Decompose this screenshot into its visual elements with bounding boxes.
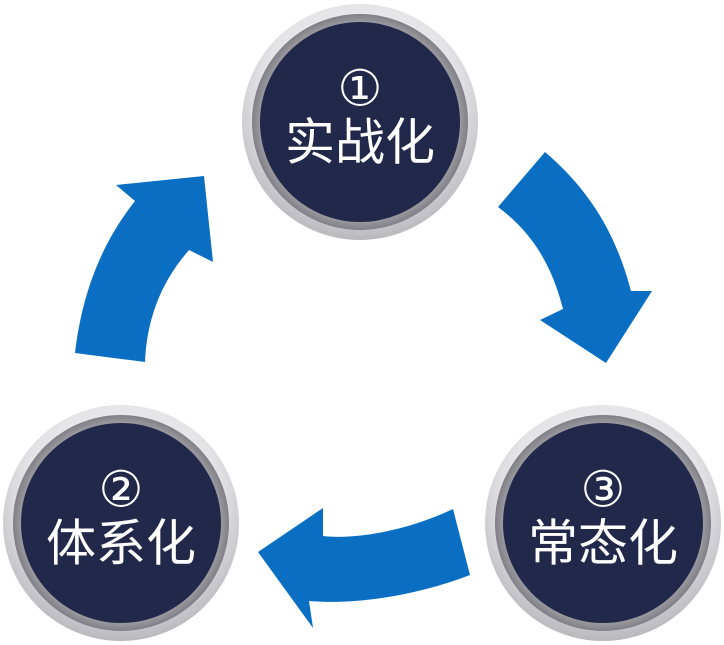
- node-label: 实战化: [285, 114, 435, 172]
- node-core: [503, 423, 703, 623]
- node-label: 常态化: [528, 515, 678, 573]
- node-number: ①: [338, 60, 383, 118]
- node-number: ②: [99, 461, 144, 519]
- node-label: 体系化: [46, 515, 196, 573]
- node-core: [260, 22, 460, 222]
- arrows-group: [75, 152, 652, 628]
- node-core: [21, 423, 221, 623]
- arrow-right-to-left-icon: [258, 508, 470, 628]
- arrow-left-to-top-icon: [75, 176, 213, 362]
- arrow-top-to-right-icon: [498, 152, 652, 363]
- node-number: ③: [581, 461, 626, 519]
